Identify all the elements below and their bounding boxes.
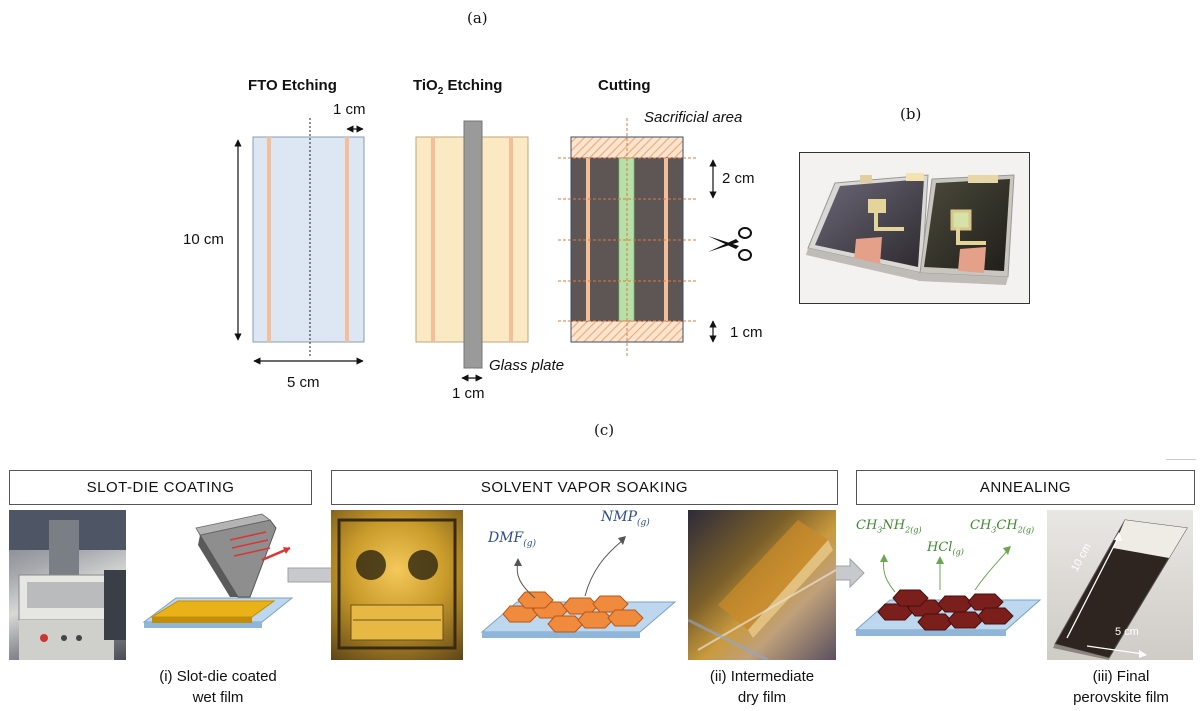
edge-size-label: 1 cm: [730, 324, 763, 341]
vapor-ethyl: CH3CH2(g): [970, 518, 1035, 535]
dry-film-photo: [688, 510, 836, 660]
glass-width-label: 1 cm: [452, 385, 485, 402]
slot-die-machine-photo: [9, 510, 126, 660]
width-label: 5 cm: [287, 374, 320, 391]
step-title-tio2: TiO2 Etching: [413, 77, 503, 97]
final-film-drawing: [1053, 519, 1188, 660]
vapor-hcl: HCl(g): [927, 540, 964, 557]
cell-size-label: 2 cm: [722, 170, 755, 187]
stage-header-annealing: ANNEALING: [856, 470, 1195, 505]
slot-die-machine-drawing: [9, 510, 126, 660]
strip-width-label: 1 cm: [333, 101, 366, 118]
caption-wet-film: (i) Slot-die coated wet film: [159, 668, 277, 706]
tio2-strip-right: [509, 137, 513, 342]
glass-plate-label: Glass plate: [489, 357, 565, 374]
vapor-nmp: NMP(g): [601, 509, 650, 528]
vapor-chamber-photo: [331, 510, 463, 660]
device-photo: [799, 152, 1030, 304]
tio2-strip-left: [431, 137, 435, 342]
device-photo-drawing: [806, 173, 1015, 285]
glass-plate: [463, 120, 483, 369]
step-title-fto: FTO Etching: [248, 77, 337, 94]
fto-strip-right: [345, 137, 349, 342]
stage-header-slot-die: SLOT-DIE COATING: [9, 470, 312, 505]
panel-label-a: (a): [467, 9, 488, 27]
divider: [1166, 459, 1196, 460]
dry-film-drawing: [688, 520, 836, 660]
final-film-photo: 10 cm 5 cm: [1047, 510, 1193, 660]
panel-label-b: (b): [900, 105, 922, 123]
height-label: 10 cm: [183, 231, 224, 248]
fto-strip-left: [267, 137, 271, 342]
caption-dry-film: (ii) Intermediate dry film: [709, 668, 815, 706]
scissors-icon: [708, 227, 752, 261]
stage-header-soaking: SOLVENT VAPOR SOAKING: [331, 470, 838, 505]
vapor-methylamine: CH3NH2(g): [856, 518, 922, 535]
sacrificial-area-label: Sacrificial area: [644, 109, 743, 126]
vapor-chamber-drawing: [337, 518, 457, 650]
film-width-label: 5 cm: [1115, 626, 1139, 638]
panel-label-c: (c): [594, 421, 615, 439]
step-title-cutting: Cutting: [598, 77, 651, 94]
caption-final-film: (iii) Final perovskite film: [1073, 668, 1169, 706]
vapor-dmf: DMF(g): [488, 530, 537, 549]
